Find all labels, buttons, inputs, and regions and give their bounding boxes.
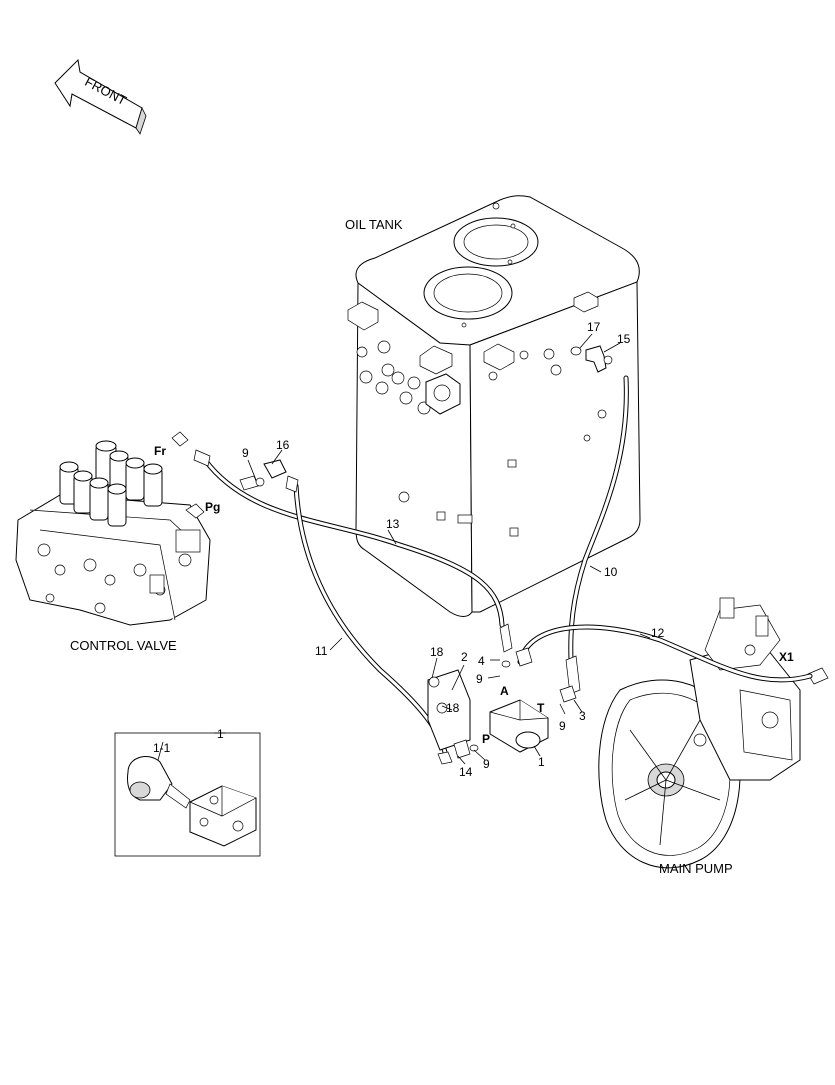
- callout-15: 15: [617, 332, 631, 346]
- callout-9-mid: 9: [476, 672, 483, 686]
- inset-part-1: [114, 732, 261, 857]
- callout-4: 4: [478, 654, 485, 668]
- hose-13: [202, 457, 505, 628]
- port-pg-label: Pg: [205, 500, 220, 514]
- oil-tank-caption: OIL TANK: [345, 217, 403, 232]
- callout-9-top: 9: [242, 446, 249, 460]
- main-pump-drawing: [598, 597, 829, 869]
- port-t-label: T: [537, 701, 545, 715]
- port-p-label: P: [482, 732, 490, 746]
- callout-1: 1: [538, 755, 545, 769]
- leader-lines: [214, 333, 651, 765]
- port-fr-label: Fr: [154, 444, 166, 458]
- callout-11: 11: [315, 644, 328, 658]
- callout-17: 17: [587, 320, 601, 334]
- main-pump-caption: MAIN PUMP: [659, 861, 733, 876]
- callout-13: 13: [386, 517, 400, 531]
- callout-12: 12: [651, 626, 665, 640]
- callout-2: 2: [461, 650, 468, 664]
- callout-14: 14: [459, 765, 473, 779]
- port-x1-label: X1: [779, 650, 794, 664]
- hose-12: [517, 624, 813, 683]
- callout-1-1: 1-1: [153, 741, 171, 755]
- callout-18-bottom: 18: [446, 701, 460, 715]
- callout-9-bottom: 9: [483, 757, 490, 771]
- callout-3: 3: [579, 709, 586, 723]
- callout-1-inset: 1: [217, 727, 224, 741]
- callout-10: 10: [604, 565, 618, 579]
- solenoid-valve-assembly: [427, 623, 581, 765]
- front-arrow-icon: FRONT: [54, 58, 147, 135]
- callout-9-right: 9: [559, 719, 566, 733]
- callout-16: 16: [276, 438, 290, 452]
- port-a-label: A: [500, 684, 509, 698]
- control-valve-caption: CONTROL VALVE: [70, 638, 177, 653]
- callout-18-top: 18: [430, 645, 444, 659]
- oil-tank-drawing: [347, 195, 641, 617]
- control-valve-drawing: [15, 431, 211, 626]
